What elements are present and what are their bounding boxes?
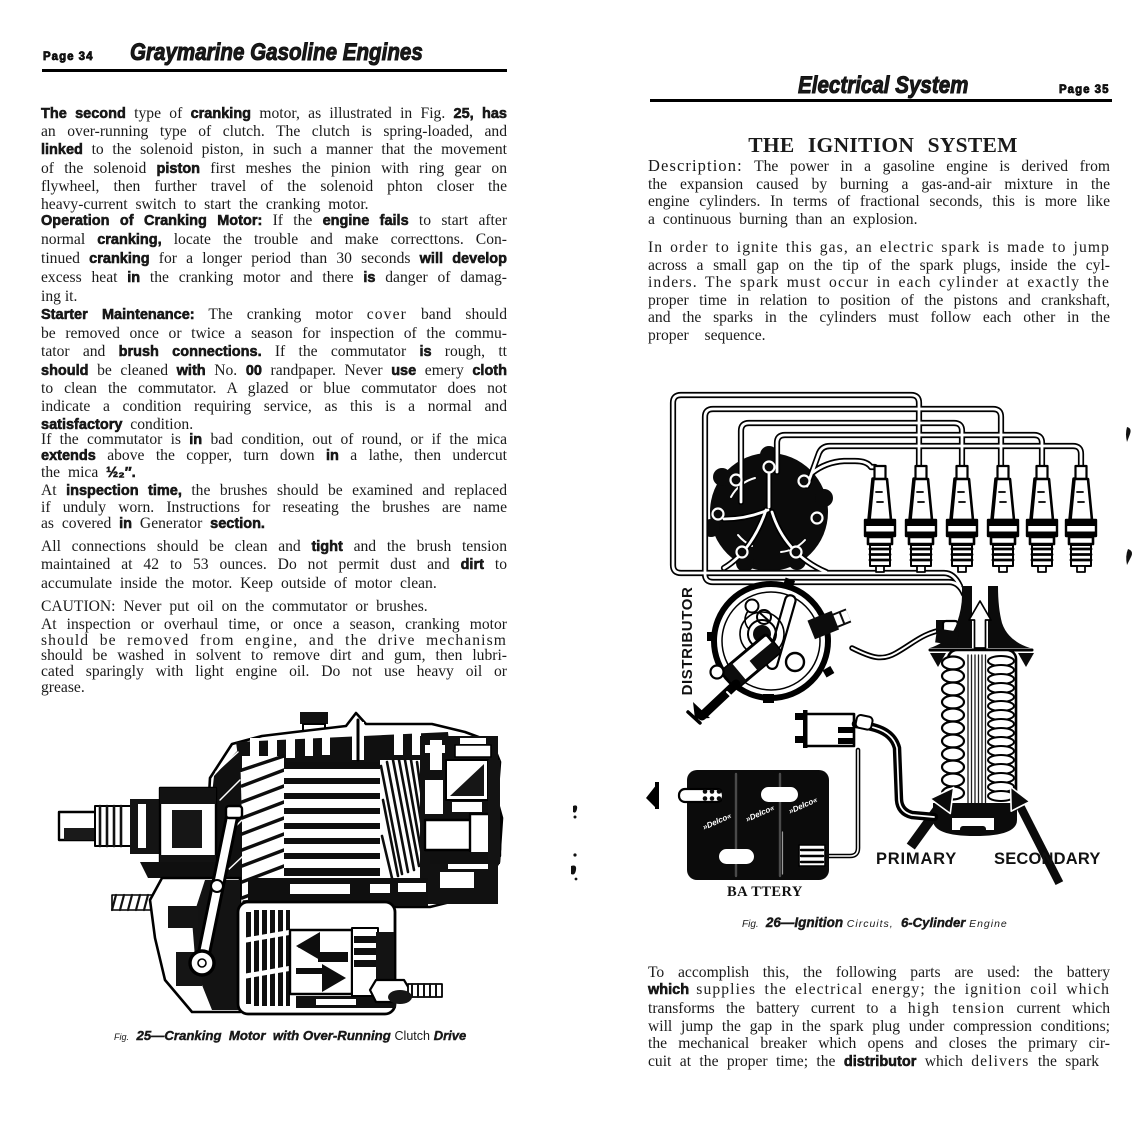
svg-text:DISTRIBUTOR: DISTRIBUTOR xyxy=(679,587,696,696)
svg-text:BA TTERY: BA TTERY xyxy=(727,884,803,900)
svg-text:SECONDARY: SECONDARY xyxy=(994,850,1101,868)
svg-text:PRIMARY: PRIMARY xyxy=(876,850,957,868)
